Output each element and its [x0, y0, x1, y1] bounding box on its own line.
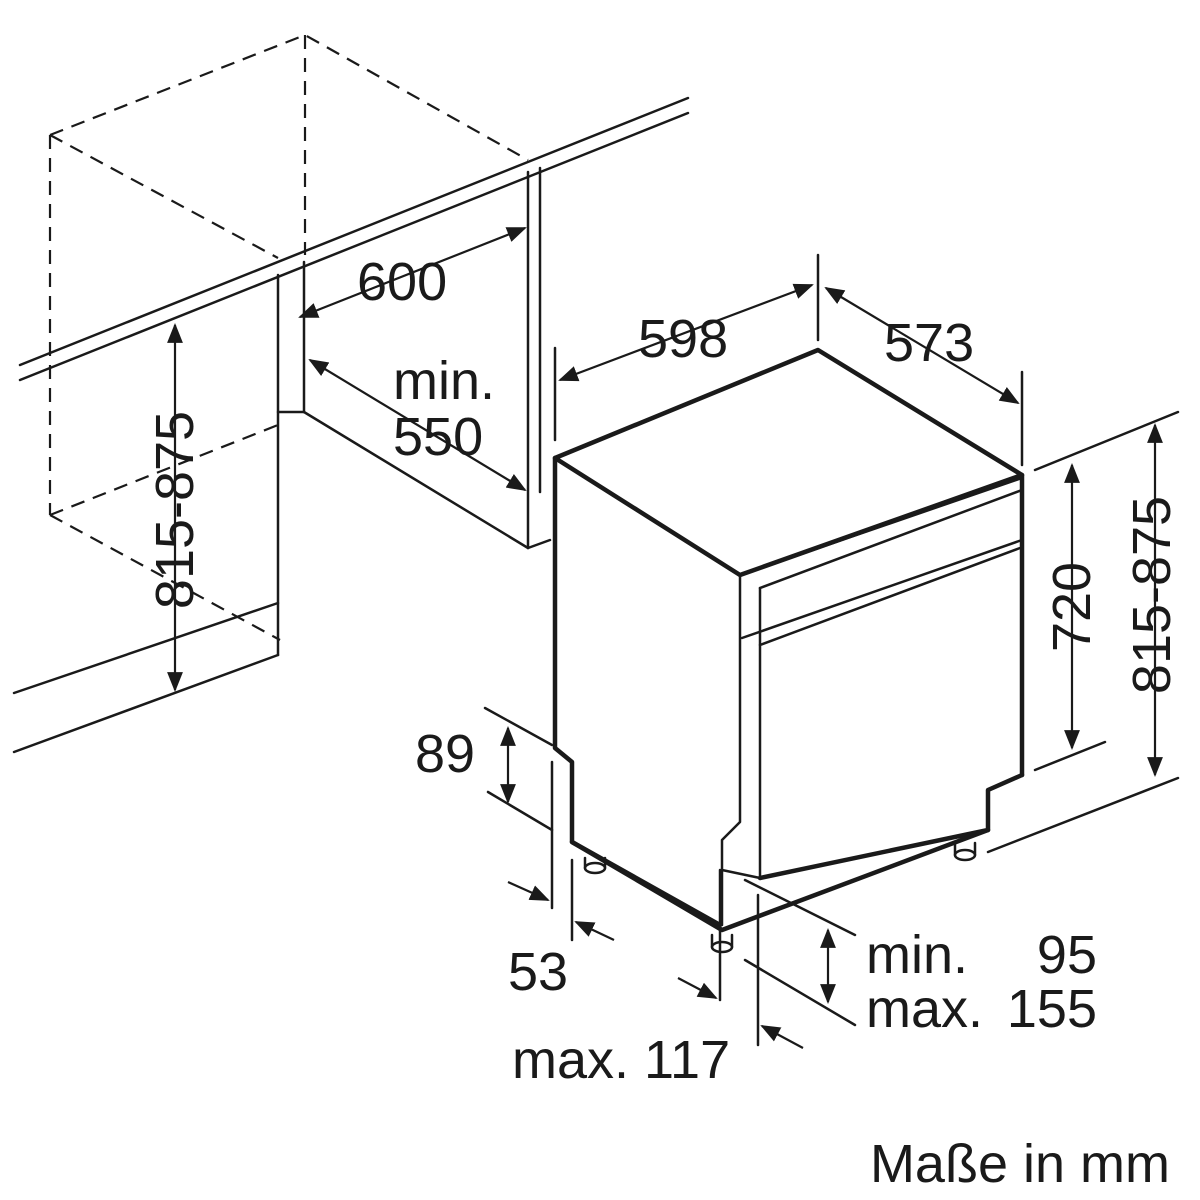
label-plinth-depth-max: max. [866, 979, 983, 1039]
label-plinth-depth-min: min. [866, 925, 968, 985]
foot-left [583, 861, 607, 875]
dishwasher-feet [583, 841, 977, 954]
cabinet-outline [12, 33, 690, 754]
appliance-dimension-lines [483, 253, 1180, 1049]
label-appliance-height: 720 [1042, 562, 1102, 652]
label-appliance-depth: 573 [884, 313, 974, 373]
label-plinth-height: 89 [415, 724, 475, 784]
label-niche-depth-min: min. [393, 351, 495, 411]
label-door-overhang: max. 117 [512, 1030, 730, 1090]
label-niche-width: 600 [357, 252, 447, 312]
dishwasher-body [552, 347, 1025, 933]
label-foot-offset: 53 [508, 942, 568, 1002]
dimension-labels: 600 min. 550 815-875 598 573 720 815-875… [145, 252, 1182, 1194]
units-note: Maße in mm [870, 1134, 1170, 1194]
label-plinth-depth-min-value: 95 [1037, 925, 1097, 985]
label-niche-height: 815-875 [145, 411, 205, 609]
label-niche-depth-value: 550 [393, 407, 483, 467]
label-appliance-height-total: 815-875 [1122, 496, 1182, 694]
niche-dimension-lines [167, 226, 527, 692]
foot-right [953, 848, 977, 862]
label-appliance-width: 598 [638, 309, 728, 369]
label-plinth-depth-max-value: 155 [1007, 979, 1097, 1039]
foot-front [710, 940, 734, 954]
